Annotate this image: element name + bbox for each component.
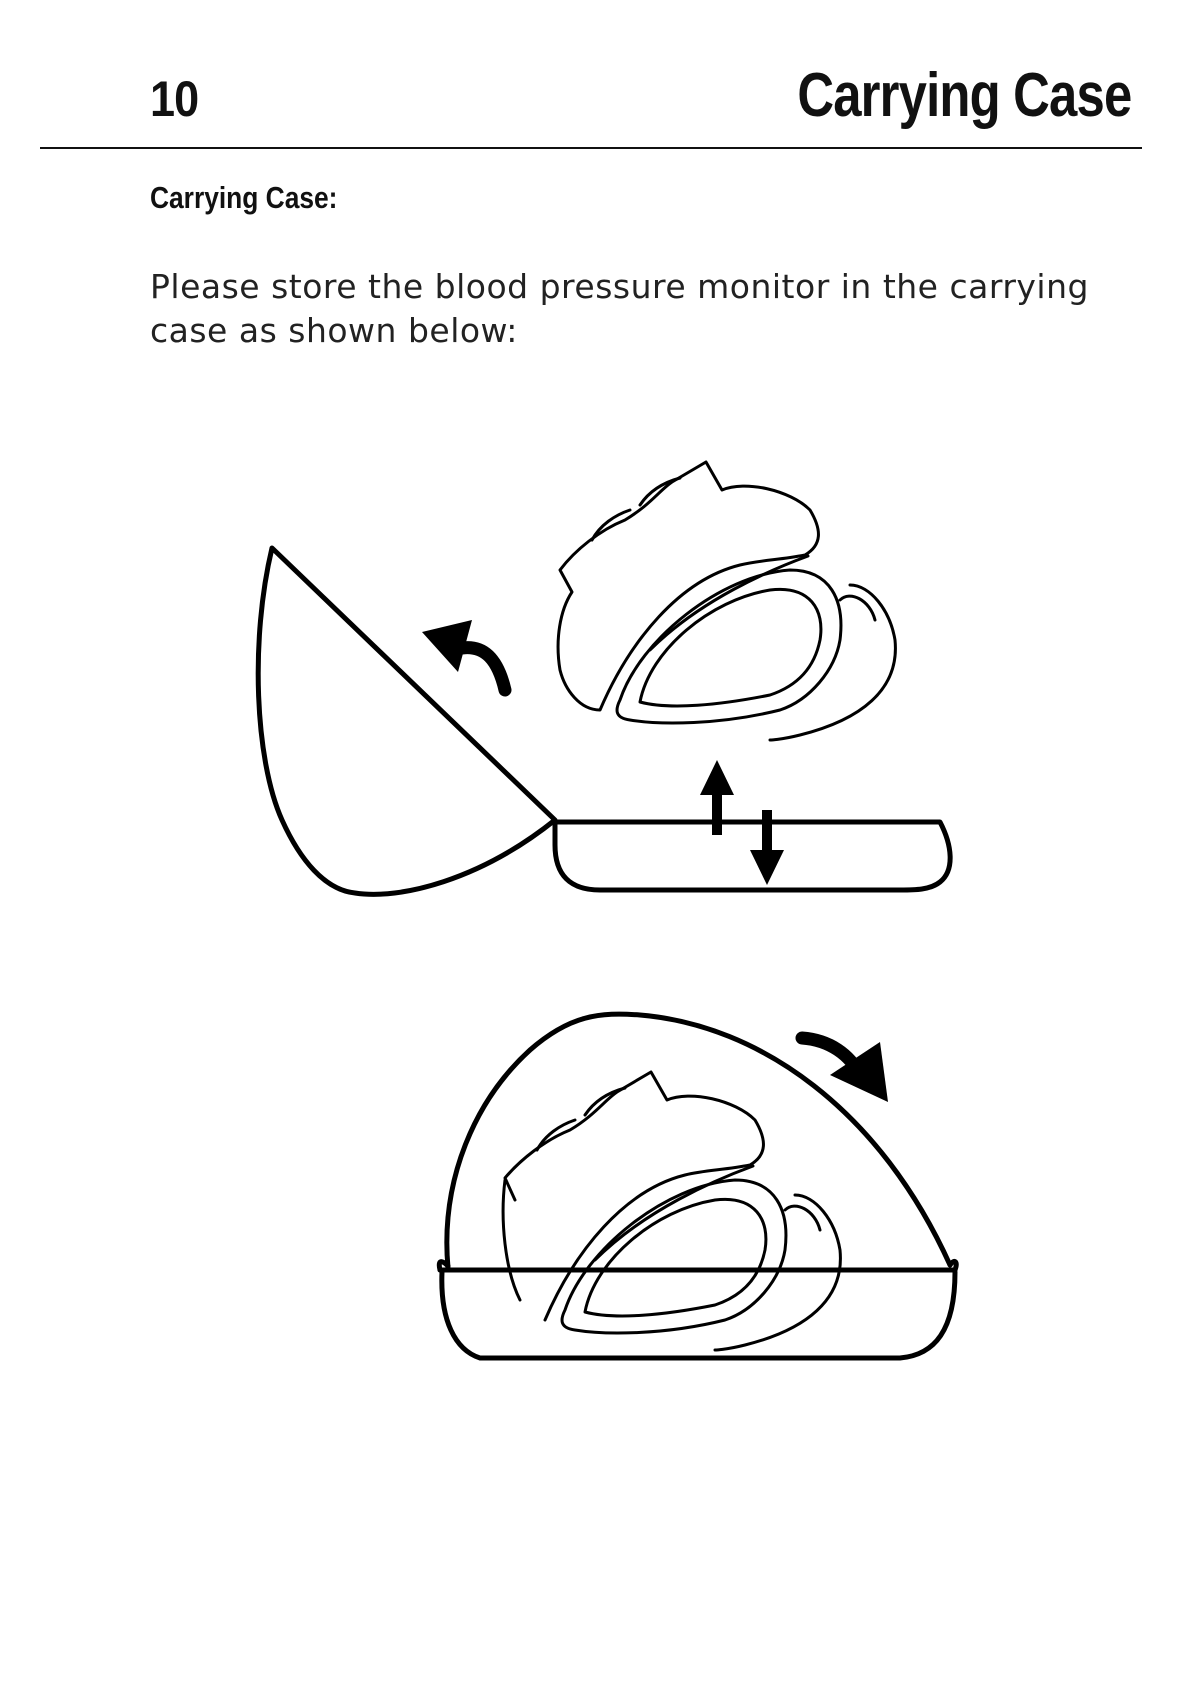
closed-case-figure bbox=[439, 1014, 956, 1358]
monitor-device-inside bbox=[503, 1072, 763, 1320]
cuff bbox=[617, 570, 895, 740]
monitor-device bbox=[558, 462, 818, 710]
case-base bbox=[555, 822, 950, 890]
case-closed-base bbox=[442, 1272, 955, 1358]
cuff-inside bbox=[562, 1180, 840, 1350]
down-arrow-icon bbox=[750, 850, 784, 885]
open-case-figure bbox=[258, 462, 950, 894]
curved-arrow-icon bbox=[462, 648, 505, 690]
arrow-head-icon bbox=[422, 620, 472, 672]
case-lid bbox=[258, 548, 555, 894]
up-arrow-icon bbox=[700, 760, 734, 795]
